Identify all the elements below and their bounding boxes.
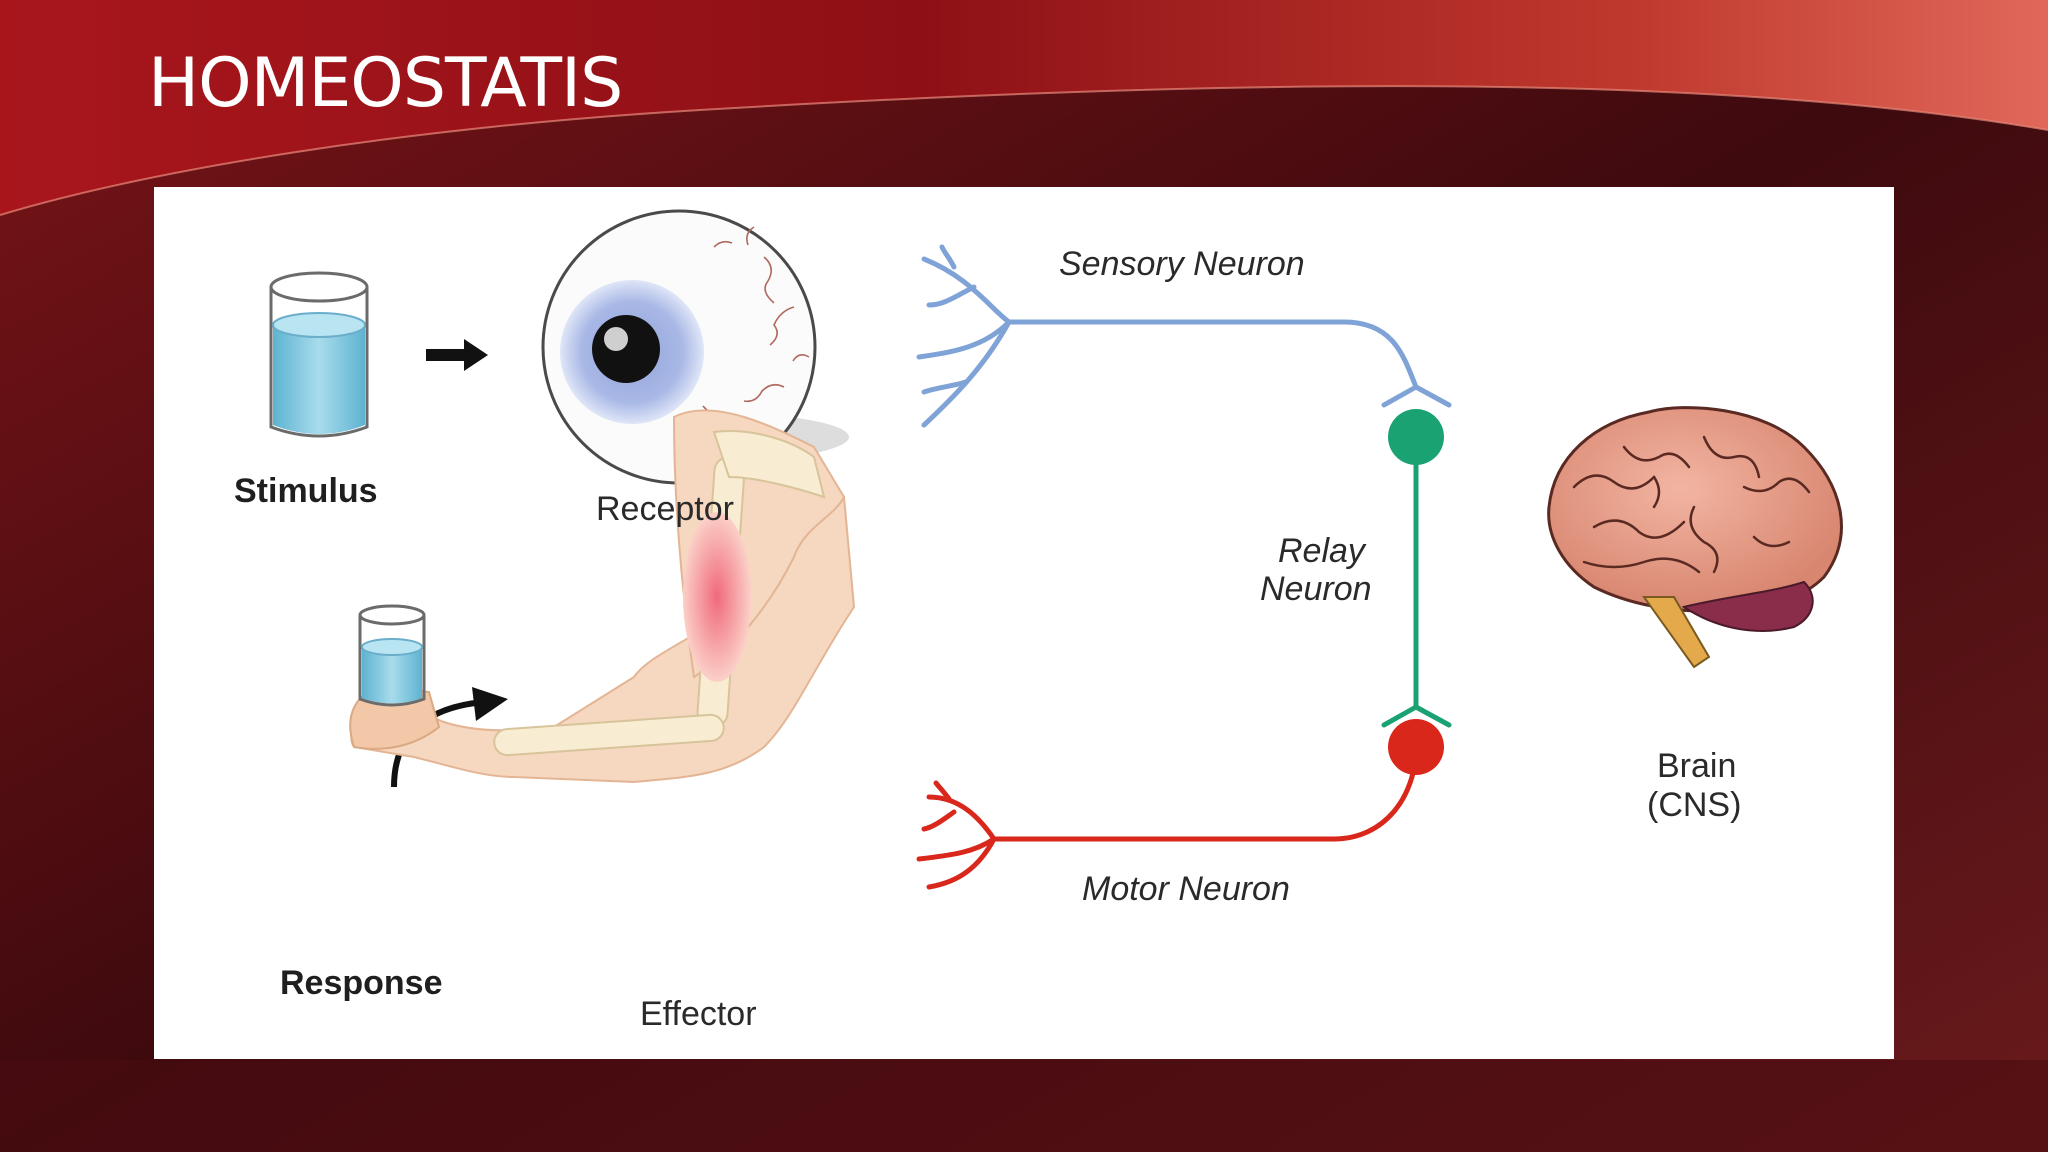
- relay-neuron-path: [1381, 409, 1452, 728]
- reflex-arc-diagram: Stimulus Receptor Sensory Neuron Relay N…: [154, 187, 1894, 1059]
- brain-icon: [1547, 406, 1843, 669]
- effector-label: Effector: [640, 995, 757, 1033]
- eye-receptor-icon: [541, 209, 849, 485]
- motor-neuron-path: [916, 744, 1419, 890]
- brain-label-line1: Brain: [1657, 747, 1736, 785]
- sensory-neuron-label: Sensory Neuron: [1059, 245, 1305, 283]
- arrow-right-icon: [426, 339, 488, 371]
- relay-neuron-label-line2: Neuron: [1260, 570, 1372, 608]
- arm-effector-icon: [349, 409, 856, 784]
- brain-label-line2: (CNS): [1647, 786, 1741, 824]
- slide-title: HOMEOSTATIS: [148, 44, 623, 123]
- relay-neuron-label-line1: Relay: [1278, 532, 1367, 570]
- sensory-neuron-path: [916, 244, 1452, 428]
- response-label: Response: [280, 964, 443, 1002]
- motor-neuron-label: Motor Neuron: [1082, 870, 1290, 908]
- stimulus-glass-icon: [269, 271, 369, 438]
- motor-neuron-node: [1388, 719, 1444, 775]
- response-glass-icon: [358, 604, 426, 707]
- receptor-label: Receptor: [596, 490, 734, 528]
- stimulus-label: Stimulus: [234, 472, 378, 510]
